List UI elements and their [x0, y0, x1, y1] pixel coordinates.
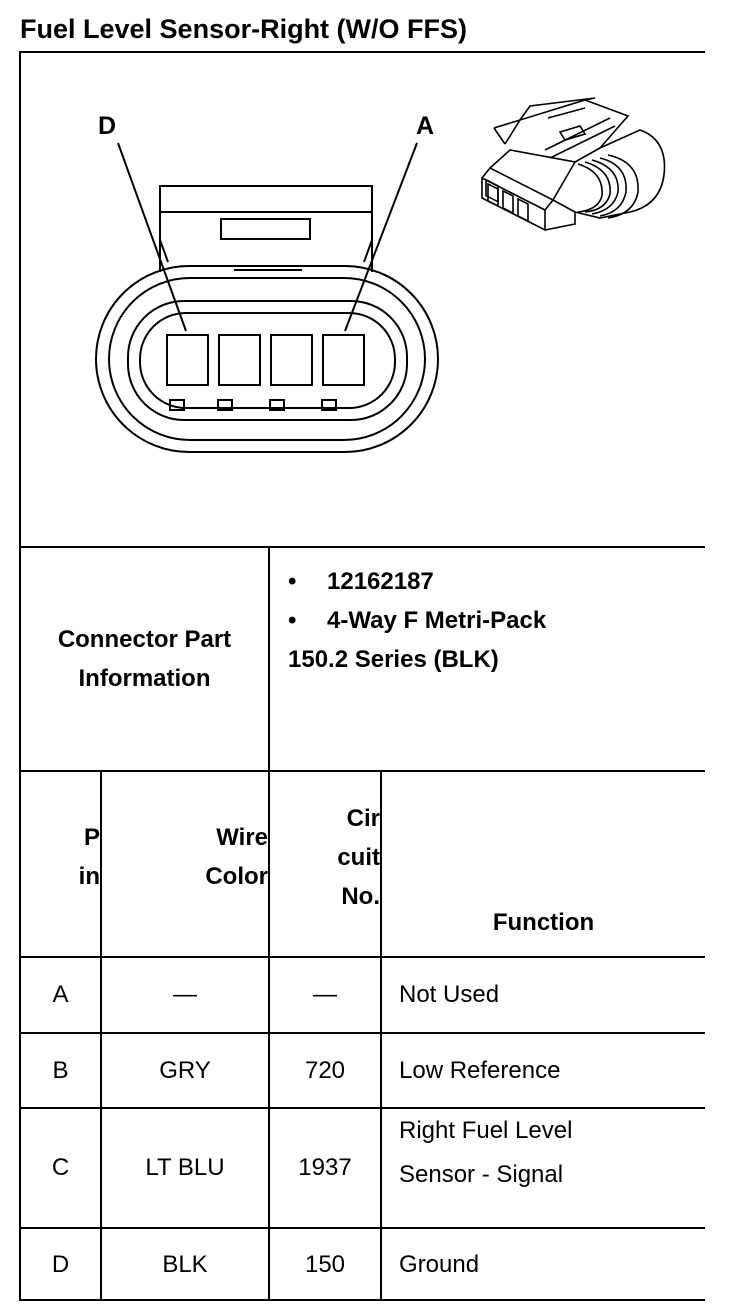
header-pin: P in	[21, 772, 100, 956]
divider-table-header	[19, 770, 705, 772]
part-info-label-line1: Connector Part	[57, 626, 232, 653]
pin-label-d: D	[98, 112, 116, 140]
bullet-2: •	[288, 607, 297, 634]
cavity-c	[218, 334, 261, 386]
header-function: Function	[382, 772, 705, 956]
pin-label-a: A	[416, 112, 434, 140]
column-divider-1	[100, 770, 102, 1300]
connector-face-diagram: D A	[95, 97, 666, 453]
header-circuit-line2: cuit	[337, 843, 380, 871]
part-description-line1: 4-Way F Metri-Pack	[327, 607, 547, 634]
divider-row-a	[19, 1032, 705, 1034]
row-d-pin: D	[51, 1250, 70, 1278]
cavity-a	[322, 334, 365, 386]
part-info-label: Connector Part Information	[21, 548, 268, 770]
cavity-d	[166, 334, 209, 386]
header-function-text: Function	[492, 909, 595, 936]
row-c-pin: C	[51, 1154, 70, 1181]
row-a-circuit: —	[313, 981, 337, 1008]
divider-row-c	[19, 1227, 705, 1229]
column-divider-2	[268, 546, 270, 1300]
part-info-label-line2: Information	[78, 665, 211, 692]
row-a-wire: —	[173, 981, 197, 1008]
connector-isometric-illustration	[481, 97, 666, 232]
row-a-function: Not Used	[399, 981, 500, 1008]
divider-part-info	[19, 546, 705, 548]
header-wire-line2: Color	[205, 863, 268, 890]
row-b-wire: GRY	[159, 1056, 211, 1084]
header-circuit-no: Cir cuit No.	[270, 772, 380, 956]
row-c-wire: LT BLU	[145, 1154, 225, 1181]
header-pin-line1: P	[83, 824, 100, 851]
leader-line-a	[344, 142, 418, 332]
row-b-pin: B	[52, 1056, 69, 1084]
leader-line-d	[117, 142, 187, 332]
divider-row-b	[19, 1107, 705, 1109]
row-b-function: Low Reference	[399, 1056, 561, 1084]
row-c-circuit: 1937	[298, 1154, 352, 1181]
page-title: Fuel Level Sensor-Right (W/O FFS)	[20, 14, 468, 44]
row-d-function: Ground	[399, 1250, 480, 1278]
cavity-b	[270, 334, 313, 386]
row-d-circuit: 150	[304, 1250, 346, 1278]
column-divider-3	[380, 770, 382, 1300]
header-wire-color: Wire Color	[102, 772, 268, 956]
bullet-1: •	[288, 568, 297, 595]
part-description-line2: 150.2 Series (BLK)	[288, 646, 499, 673]
divider-header-bottom	[19, 956, 705, 958]
header-wire-line1: Wire	[216, 824, 268, 851]
row-b-circuit: 720	[304, 1056, 346, 1084]
row-a-pin: A	[52, 981, 69, 1008]
part-number: 12162187	[327, 568, 434, 595]
row-c-function-line2: Sensor - Signal	[399, 1161, 564, 1188]
row-c-function-line1: Right Fuel Level	[399, 1117, 573, 1144]
header-circuit-line1: Cir	[346, 804, 380, 832]
document-frame	[19, 51, 705, 1301]
row-d-wire: BLK	[162, 1250, 208, 1278]
header-circuit-line3: No.	[341, 882, 380, 910]
row-c-function: Right Fuel Level Sensor - Signal	[382, 1109, 705, 1227]
header-pin-line2: in	[78, 863, 100, 890]
